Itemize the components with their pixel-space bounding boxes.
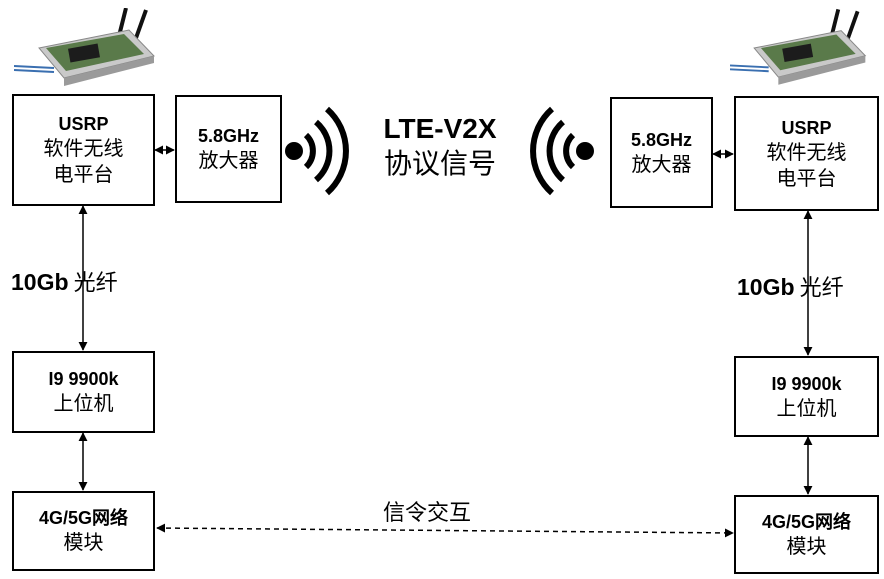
right-usrp-title: USRP [781,117,832,138]
right-host-title: I9 9900k [771,373,842,394]
right-net-label: 模块 [786,533,827,558]
left-usrp-title: USRP [58,114,109,134]
left-net-title: 4G/5G网络 [38,508,129,528]
wireless-signal-left-icon [285,106,349,196]
left-amp-label: 放大器 [198,148,259,172]
left-net-box: 4G/5G网络 模块 [12,491,155,571]
left-amp-box: 5.8GHz 放大器 [175,95,282,203]
right-amp-box: 5.8GHz 放大器 [610,97,713,208]
signaling-link [156,523,734,538]
left-fiber-speed: 10Gb [11,269,69,295]
right-fiber-label: 10Gb 光纤 [737,270,844,302]
left-amp-title: 5.8GHz [197,126,260,146]
right-net-title: 4G/5G网络 [761,511,852,532]
left-usrp-line3: 电平台 [53,162,114,186]
right-host-box: I9 9900k 上位机 [734,356,879,437]
protocol-title: LTE-V2X [383,113,497,144]
usrp-device-right-image [730,8,867,85]
right-fiber-text: 光纤 [799,276,844,301]
right-usrp-line2: 软件无线 [766,139,847,164]
left-usrp-box: USRP 软件无线 电平台 [12,94,155,206]
wireless-signal-right-icon [530,106,594,196]
protocol-label: LTE-V2X 协议信号 [370,112,510,182]
left-usrp-line2: 软件无线 [43,136,124,160]
signaling-label: 信令交互 [383,501,472,526]
right-net-box: 4G/5G网络 模块 [734,495,879,574]
right-usrp-box: USRP 软件无线 电平台 [734,96,879,211]
right-amp-title: 5.8GHz [630,129,693,150]
left-host-title: I9 9900k [48,369,119,389]
left-host-box: I9 9900k 上位机 [12,351,155,433]
right-usrp-line3: 电平台 [776,165,837,190]
right-host-label: 上位机 [776,395,837,420]
left-fiber-text: 光纤 [73,271,118,296]
usrp-device-left-image [14,8,155,86]
left-host-label: 上位机 [53,391,114,415]
right-fiber-speed: 10Gb [737,274,795,300]
protocol-subtitle: 协议信号 [383,147,496,180]
right-amp-label: 放大器 [631,151,692,176]
left-net-label: 模块 [63,530,104,554]
left-fiber-label: 10Gb 光纤 [11,265,118,297]
